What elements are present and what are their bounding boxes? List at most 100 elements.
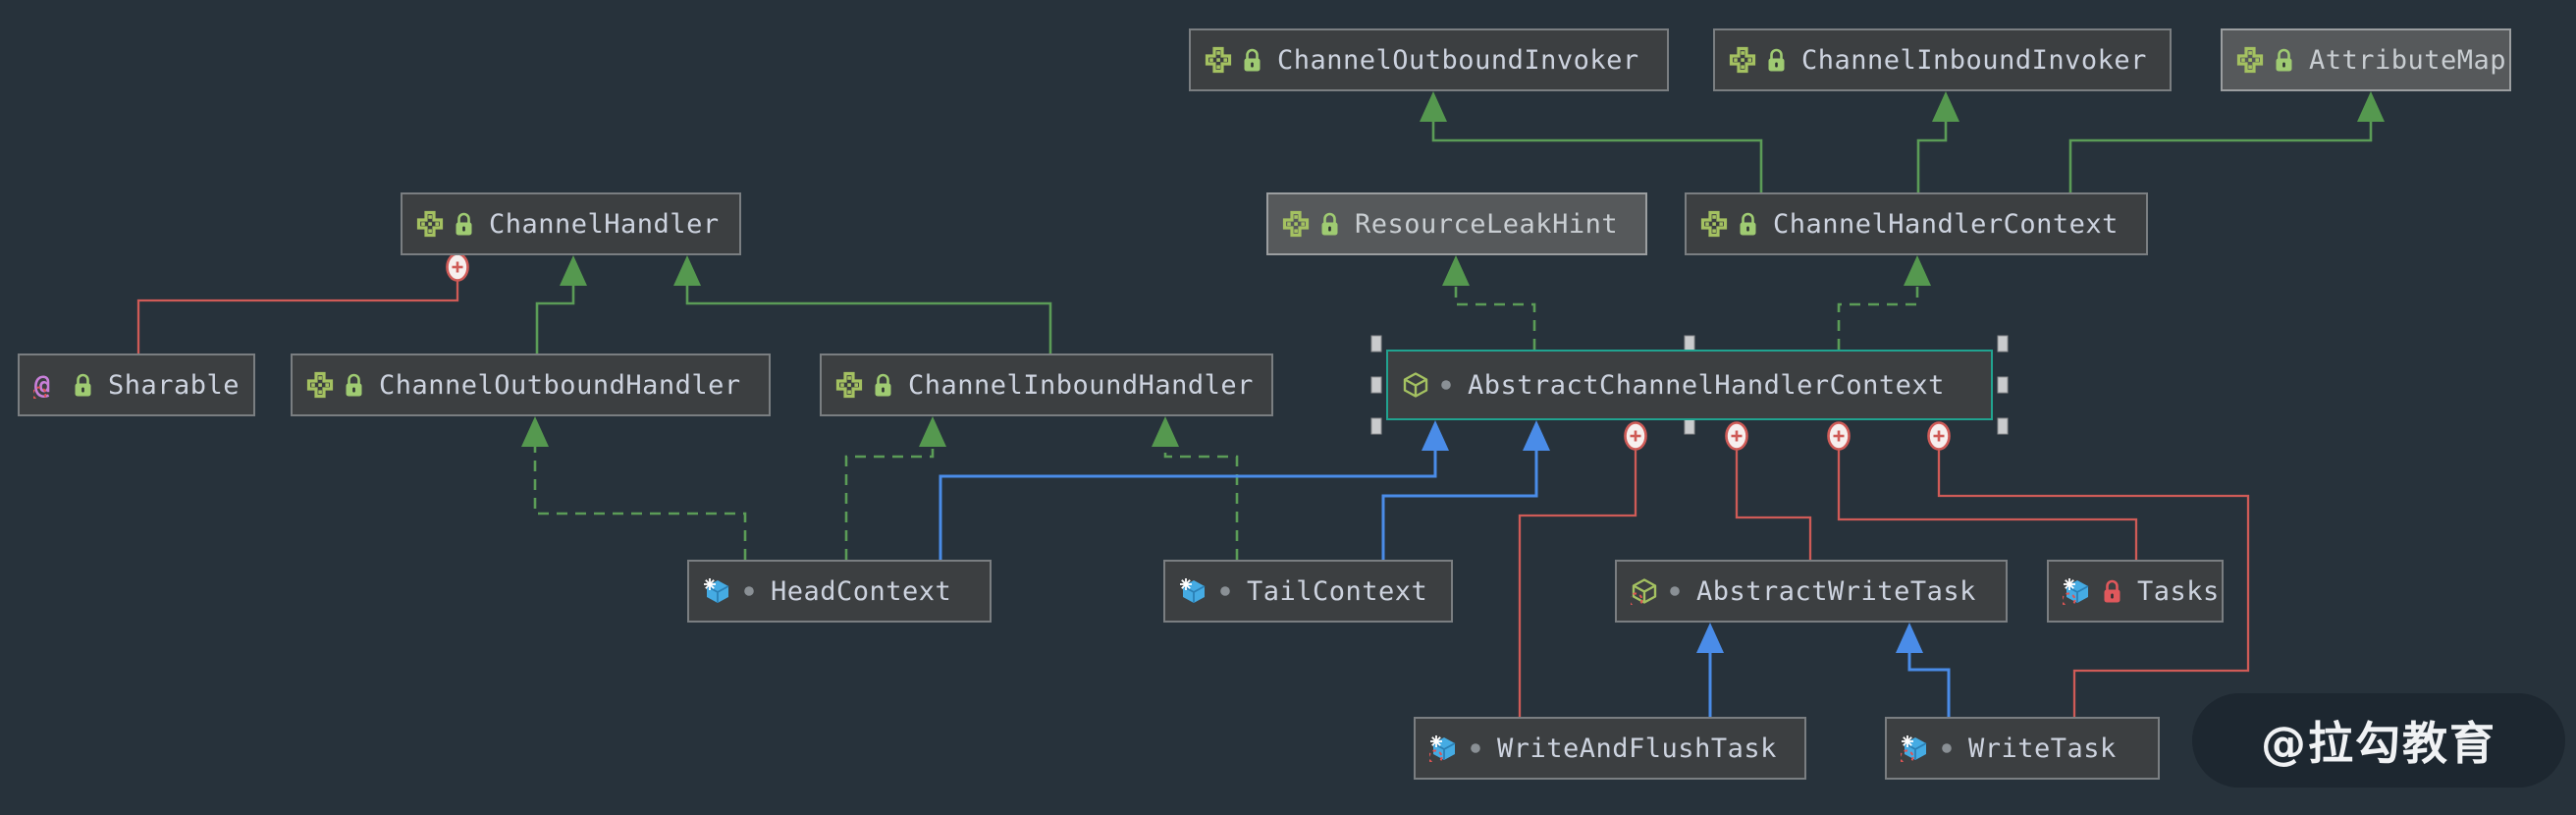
abstract-class-icon	[1402, 371, 1429, 399]
final-class-icon	[703, 577, 732, 605]
class-node-resourceleakhint[interactable]: ResourceLeakHint	[1266, 192, 1647, 255]
inheritance-arrowhead	[1932, 91, 1959, 122]
class-node-tailcontext[interactable]: TailContext	[1163, 560, 1453, 623]
class-node-channelhandlercontext[interactable]: ChannelHandlerContext	[1685, 192, 2148, 255]
class-node-headcontext[interactable]: HeadContext	[687, 560, 992, 623]
edge-extends-channelhandlercontext-to-channelinboundinvoker	[1916, 119, 1948, 192]
inheritance-arrowhead	[1904, 255, 1931, 286]
public-lock-icon	[1318, 210, 1341, 238]
interface-icon	[1700, 210, 1728, 238]
edge-extends-channeloutboundhandler-to-channelhandler	[535, 283, 575, 353]
class-name-label: ChannelInboundHandler	[908, 369, 1254, 401]
public-lock-icon	[1737, 210, 1759, 238]
class-name-label: ChannelHandlerContext	[1773, 208, 2119, 240]
edge-inner-class-abstractchannelhandlercontext-to-tasks	[1837, 449, 2138, 560]
package-private-icon	[1217, 583, 1233, 599]
package-private-icon	[1667, 583, 1683, 599]
public-lock-icon	[2273, 46, 2295, 74]
annotation-icon: @	[33, 371, 63, 399]
watermark-text: @拉勾教育	[2261, 717, 2496, 770]
package-private-icon	[1438, 377, 1454, 393]
edge-implements-tailcontext-to-channelinboundhandler	[1163, 444, 1239, 560]
interface-icon	[1729, 46, 1756, 74]
class-node-writetask[interactable]: WriteTask	[1885, 717, 2160, 780]
class-node-channelinboundinvoker[interactable]: ChannelInboundInvoker	[1713, 28, 2172, 91]
inheritance-arrowhead	[919, 416, 946, 447]
edge-inner-class-channelhandler-to-sharable	[136, 280, 459, 353]
class-node-channelinboundhandler[interactable]: ChannelInboundHandler	[820, 353, 1273, 416]
package-private-icon	[741, 583, 757, 599]
inheritance-arrowhead	[1152, 416, 1179, 447]
class-name-label: ChannelInboundInvoker	[1801, 44, 2147, 76]
edge-extends-channelhandlercontext-to-channeloutboundinvoker	[1431, 119, 1763, 192]
selection-handle[interactable]	[1370, 376, 1382, 394]
inheritance-arrowhead	[1442, 255, 1470, 286]
inheritance-arrowhead	[521, 416, 549, 447]
package-private-icon	[1468, 740, 1483, 756]
class-name-label: WriteAndFlushTask	[1497, 733, 1777, 764]
edge-extends-channelinboundhandler-to-channelhandler	[685, 283, 1052, 353]
class-node-channeloutboundinvoker[interactable]: ChannelOutboundInvoker	[1189, 28, 1669, 91]
selection-handle[interactable]	[1997, 335, 2009, 353]
class-name-label: ChannelOutboundHandler	[379, 369, 741, 401]
edge-implements-headcontext-to-channeloutboundhandler	[533, 444, 747, 560]
expand-inner-class-icon[interactable]	[1927, 421, 1951, 451]
class-node-tasks[interactable]: Tasks	[2047, 560, 2224, 623]
watermark-badge: @拉勾教育	[2192, 693, 2565, 788]
inheritance-arrowhead	[1523, 420, 1550, 451]
interface-icon	[835, 371, 863, 399]
expand-inner-class-icon[interactable]	[1624, 421, 1647, 451]
expand-inner-class-icon[interactable]	[1827, 421, 1851, 451]
interface-icon	[416, 210, 444, 238]
interface-icon	[1282, 210, 1310, 238]
public-lock-icon	[1765, 46, 1788, 74]
edge-extends-writetask-to-abstractwritetask	[1907, 650, 1951, 717]
class-name-label: AbstractChannelHandlerContext	[1468, 369, 1945, 401]
class-node-attributemap[interactable]: AttributeMap	[2221, 28, 2511, 91]
class-name-label: Tasks	[2137, 575, 2220, 607]
class-name-label: ChannelOutboundInvoker	[1277, 44, 1639, 76]
class-node-sharable[interactable]: @ Sharable	[18, 353, 255, 416]
package-private-icon	[1939, 740, 1955, 756]
interface-icon	[2236, 46, 2264, 74]
selection-handle[interactable]	[1684, 417, 1695, 435]
class-node-channelhandler[interactable]: ChannelHandler	[401, 192, 741, 255]
public-lock-icon	[453, 210, 475, 238]
selection-handle[interactable]	[1997, 417, 2009, 435]
interface-icon	[1205, 46, 1232, 74]
edge-inner-class-abstractchannelhandlercontext-to-abstractwritetask	[1735, 449, 1812, 560]
private-lock-icon	[2101, 577, 2123, 605]
abstract-class-icon	[1631, 577, 1658, 605]
selection-handle[interactable]	[1370, 335, 1382, 353]
class-node-channeloutboundhandler[interactable]: ChannelOutboundHandler	[291, 353, 771, 416]
class-name-label: ChannelHandler	[489, 208, 720, 240]
edge-implements-headcontext-to-channelinboundhandler	[844, 444, 935, 560]
inheritance-arrowhead	[1696, 623, 1724, 653]
edge-implements-abstractchannelhandlercontext-to-resourceleakhint	[1454, 283, 1536, 350]
final-class-icon	[1179, 577, 1208, 605]
public-lock-icon	[872, 371, 894, 399]
expand-inner-class-icon[interactable]	[1725, 421, 1748, 451]
final-class-icon	[1901, 734, 1930, 762]
public-lock-icon	[72, 371, 94, 399]
inheritance-arrowhead	[2357, 91, 2385, 122]
class-node-writeandflushtask[interactable]: WriteAndFlushTask	[1414, 717, 1806, 780]
class-name-label: Sharable	[108, 369, 241, 401]
class-name-label: HeadContext	[771, 575, 952, 607]
selection-handle[interactable]	[1370, 417, 1382, 435]
expand-inner-class-icon[interactable]	[446, 252, 469, 282]
class-name-label: WriteTask	[1968, 733, 2117, 764]
class-node-abstractchannelhandlercontext[interactable]: AbstractChannelHandlerContext	[1386, 350, 1993, 420]
final-class-icon	[2063, 577, 2092, 605]
selection-handle[interactable]	[1997, 376, 2009, 394]
class-name-label: AttributeMap	[2309, 44, 2507, 76]
class-name-label: AbstractWriteTask	[1696, 575, 1976, 607]
inheritance-arrowhead	[560, 255, 587, 286]
edge-implements-abstractchannelhandlercontext-to-channelhandlercontext	[1837, 283, 1919, 350]
edge-extends-tailcontext-to-abstractchannelhandlercontext	[1381, 448, 1538, 560]
class-node-abstractwritetask[interactable]: AbstractWriteTask	[1615, 560, 2008, 623]
class-name-label: ResourceLeakHint	[1355, 208, 1619, 240]
interface-icon	[306, 371, 334, 399]
public-lock-icon	[343, 371, 365, 399]
